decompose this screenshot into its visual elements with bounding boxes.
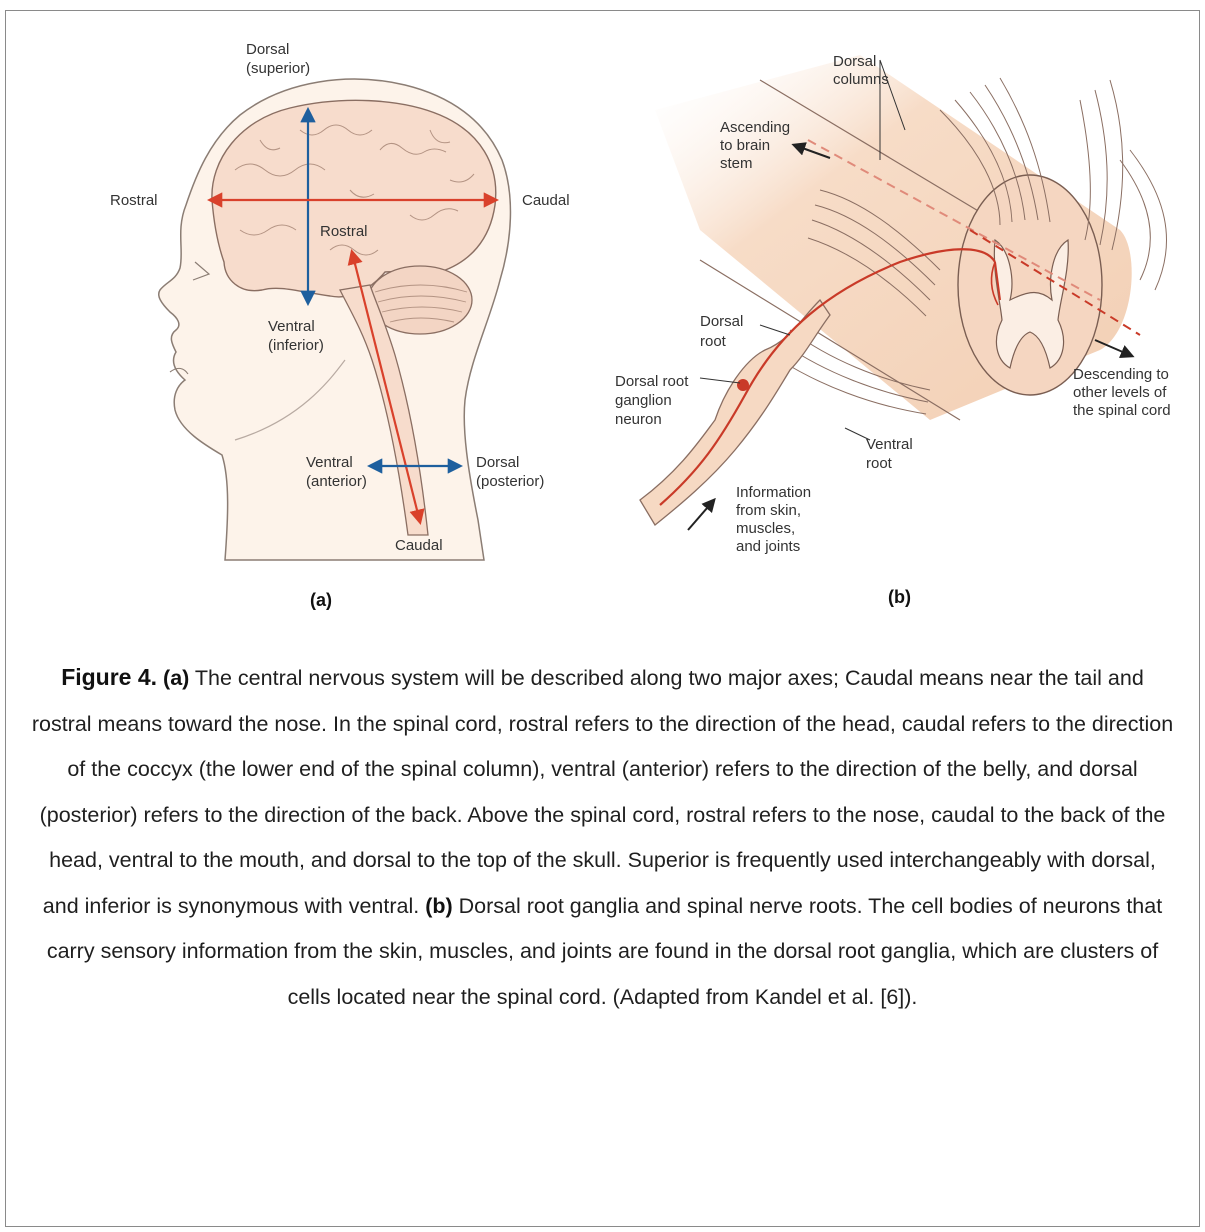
panel-a-illustration: Dorsal (superior) Rostral Caudal Rostral… [110, 41, 570, 610]
label-spinal-cord: the spinal cord [1073, 402, 1171, 419]
label-ventral-anterior: Ventral [306, 454, 353, 471]
label-posterior: (posterior) [476, 473, 544, 490]
label-anterior: (anterior) [306, 473, 367, 490]
label-caudal-bottom: Caudal [395, 537, 443, 554]
label-drg: Dorsal root [615, 373, 689, 390]
label-dorsal-root: Dorsal [700, 313, 743, 330]
label-stem: stem [720, 155, 753, 172]
label-inferior: (inferior) [268, 337, 324, 354]
label-ventral-inferior: Ventral [268, 318, 315, 335]
label-from-skin: from skin, [736, 502, 801, 519]
label-ascending: Ascending [720, 119, 790, 136]
label-root: root [700, 333, 727, 350]
label-columns: columns [833, 71, 889, 88]
label-rostral-inner: Rostral [320, 223, 368, 240]
panel-b-illustration: Dorsal columns Ascending to brain stem D… [615, 53, 1171, 607]
label-dorsal-posterior: Dorsal [476, 454, 519, 471]
label-descending: Descending to [1073, 366, 1169, 383]
label-dorsal-superior: Dorsal [246, 41, 289, 58]
label-to-brain: to brain [720, 137, 770, 154]
label-ventral-root-2: root [866, 455, 893, 472]
caption-figure-label: Figure 4. [61, 664, 157, 690]
spinal-cord-cross-section [958, 175, 1102, 395]
panel-a-sublabel: (a) [310, 590, 332, 610]
label-other-levels: other levels of [1073, 384, 1167, 401]
label-ganglion: ganglion [615, 392, 672, 409]
figure-caption: Figure 4. (a) The central nervous system… [30, 655, 1175, 1020]
label-information: Information [736, 484, 811, 501]
label-joints: and joints [736, 538, 800, 555]
caption-part-a-label: (a) [163, 666, 189, 690]
caption-part-b-label: (b) [425, 894, 452, 918]
drg-neuron-body [737, 379, 749, 391]
label-neuron: neuron [615, 411, 662, 428]
label-superior: (superior) [246, 60, 310, 77]
label-muscles: muscles, [736, 520, 795, 537]
figure-illustration: Dorsal (superior) Rostral Caudal Rostral… [0, 0, 1205, 615]
panel-b-sublabel: (b) [888, 587, 911, 607]
label-rostral-left: Rostral [110, 192, 158, 209]
caption-part-a-text: The central nervous system will be descr… [32, 666, 1173, 918]
label-caudal-right: Caudal [522, 192, 570, 209]
label-ventral-root: Ventral [866, 436, 913, 453]
label-dorsal-columns: Dorsal [833, 53, 876, 70]
